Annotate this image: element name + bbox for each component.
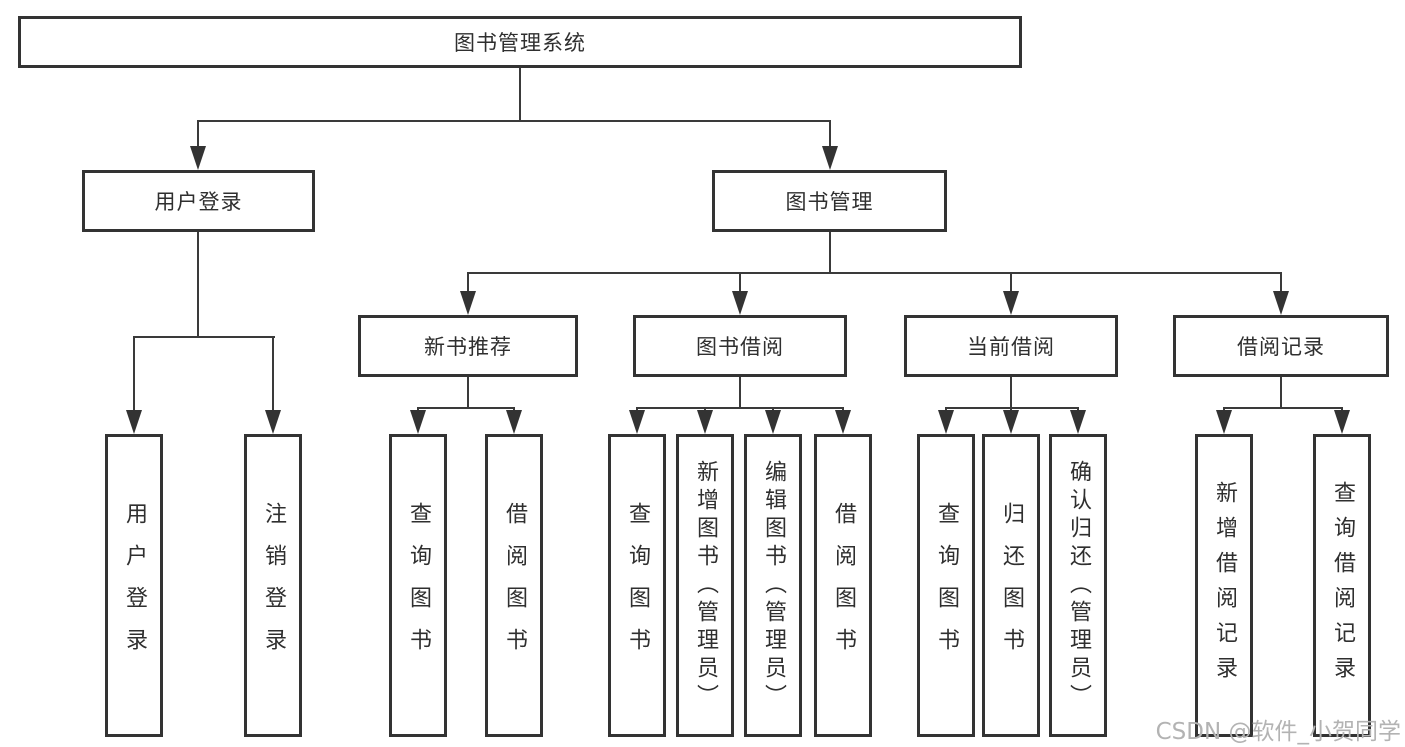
connector-user-login-stem [197, 232, 199, 336]
leaf-return-book: 归还图书 [982, 434, 1040, 737]
connector-level3-rail [467, 272, 1282, 274]
leaf-query-books-current-label: 查询图书 [934, 501, 959, 670]
node-borrow-records: 借阅记录 [1173, 315, 1389, 377]
leaf-logout-label: 注销登录 [261, 501, 286, 670]
connector-drop-book-borrow [739, 272, 741, 293]
leaf-user-login-label: 用户登录 [122, 501, 147, 670]
leaf-query-borrow-record: 查询借阅记录 [1313, 434, 1371, 737]
leaf-edit-book-admin: 编辑图书（管理员） [744, 434, 802, 737]
arrowhead-book-management [822, 146, 838, 170]
connector-drop-book-management [829, 120, 831, 148]
node-current-borrow-label: 当前借阅 [967, 335, 1055, 359]
leaf-borrow-books-borrow-label: 借阅图书 [831, 501, 856, 670]
leaf-borrow-books-recommend-label: 借阅图书 [502, 501, 527, 670]
connector-borrow-records-stem [1280, 377, 1282, 407]
arrowhead-user-login [190, 146, 206, 170]
connector-book-borrow-rail [636, 407, 844, 409]
leaf-query-books-current: 查询图书 [917, 434, 975, 737]
node-user-login-label: 用户登录 [154, 190, 243, 214]
connector-drop-current-borrow [1010, 272, 1012, 293]
connector-borrow-records-rail [1223, 407, 1343, 409]
arrowhead-leaf-5 [697, 410, 713, 434]
arrowhead-leaf-12 [1334, 410, 1350, 434]
leaf-user-login: 用户登录 [105, 434, 163, 737]
node-book-management-label: 图书管理 [785, 190, 874, 214]
leaf-return-book-label: 归还图书 [999, 501, 1024, 670]
arrowhead-leaf-4 [629, 410, 645, 434]
arrowhead-leaf-8 [938, 410, 954, 434]
node-book-borrow: 图书借阅 [633, 315, 847, 377]
leaf-add-book-admin-label: 新增图书（管理员） [693, 459, 718, 712]
connector-level2-rail [197, 120, 831, 122]
connector-drop-leaf-login [133, 336, 135, 412]
leaf-confirm-return-admin: 确认归还（管理员） [1049, 434, 1107, 737]
node-book-borrow-label: 图书借阅 [696, 335, 784, 359]
node-user-login: 用户登录 [82, 170, 315, 232]
leaf-query-books-recommend: 查询图书 [389, 434, 447, 737]
leaf-borrow-books-borrow: 借阅图书 [814, 434, 872, 737]
arrowhead-borrow-records [1273, 291, 1289, 315]
leaf-query-books-recommend-label: 查询图书 [406, 501, 431, 670]
diagram-root-node: 图书管理系统 [18, 16, 1022, 68]
node-borrow-records-label: 借阅记录 [1237, 335, 1325, 359]
arrowhead-leaf-11 [1216, 410, 1232, 434]
watermark-text: CSDN @软件_小贺同学 [1155, 719, 1401, 745]
connector-drop-borrow-records [1280, 272, 1282, 293]
connector-root-stem [519, 68, 521, 121]
leaf-borrow-books-recommend: 借阅图书 [485, 434, 543, 737]
connector-user-login-rail [133, 336, 275, 338]
arrowhead-leaf-login [126, 410, 142, 434]
connector-new-book-recommend-rail [417, 407, 515, 409]
arrowhead-new-book-recommend [460, 291, 476, 315]
leaf-confirm-return-admin-label: 确认归还（管理员） [1066, 459, 1091, 712]
leaf-add-book-admin: 新增图书（管理员） [676, 434, 734, 737]
leaf-add-borrow-record-label: 新增借阅记录 [1212, 480, 1237, 691]
arrowhead-current-borrow [1003, 291, 1019, 315]
node-new-book-recommend-label: 新书推荐 [424, 335, 512, 359]
arrowhead-leaf-2 [410, 410, 426, 434]
connector-book-management-stem [829, 232, 831, 272]
arrowhead-leaf-10 [1070, 410, 1086, 434]
connector-drop-new-book-recommend [467, 272, 469, 293]
root-node-label: 图书管理系统 [454, 31, 586, 55]
node-book-management: 图书管理 [712, 170, 947, 232]
connector-new-book-recommend-stem [467, 377, 469, 407]
arrowhead-leaf-3 [506, 410, 522, 434]
leaf-query-borrow-record-label: 查询借阅记录 [1330, 480, 1355, 691]
leaf-edit-book-admin-label: 编辑图书（管理员） [761, 459, 786, 712]
connector-current-borrow-rail [945, 407, 1079, 409]
arrowhead-leaf-7 [835, 410, 851, 434]
arrowhead-leaf-logout [265, 410, 281, 434]
arrowhead-book-borrow [732, 291, 748, 315]
connector-drop-user-login [197, 120, 199, 148]
arrowhead-leaf-9 [1003, 410, 1019, 434]
connector-drop-leaf-logout [272, 336, 274, 412]
connector-current-borrow-stem [1010, 377, 1012, 407]
arrowhead-leaf-6 [765, 410, 781, 434]
leaf-query-books-borrow: 查询图书 [608, 434, 666, 737]
leaf-add-borrow-record: 新增借阅记录 [1195, 434, 1253, 737]
node-current-borrow: 当前借阅 [904, 315, 1118, 377]
connector-book-borrow-stem [739, 377, 741, 407]
leaf-logout: 注销登录 [244, 434, 302, 737]
node-new-book-recommend: 新书推荐 [358, 315, 578, 377]
leaf-query-books-borrow-label: 查询图书 [625, 501, 650, 670]
